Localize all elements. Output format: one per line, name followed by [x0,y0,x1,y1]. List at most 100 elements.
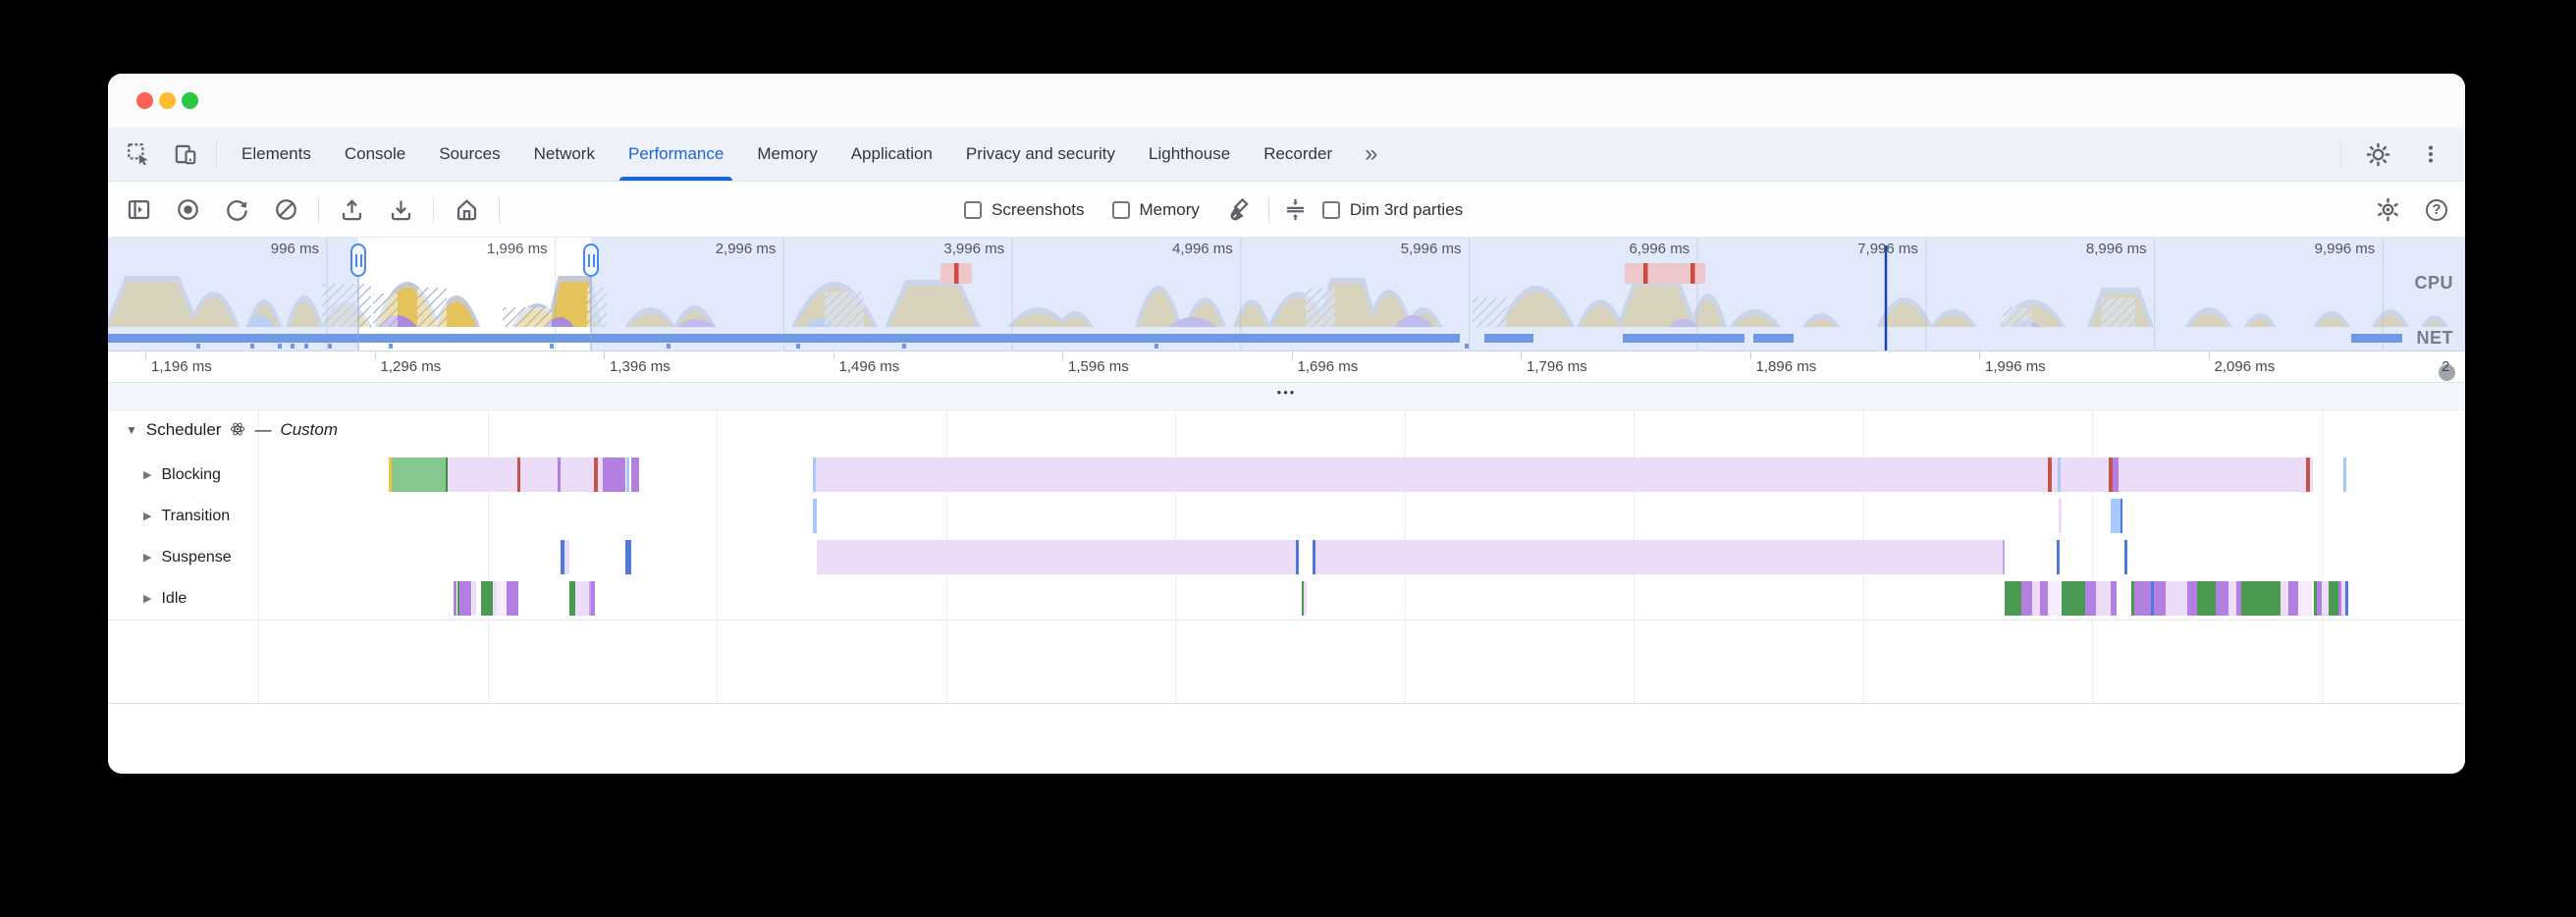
event-segment-blocking[interactable] [813,458,816,492]
event-segment-idle[interactable] [2317,581,2322,616]
event-segment-blocking[interactable] [594,458,598,492]
screenshots-checkbox[interactable] [964,200,982,219]
event-segment-idle[interactable] [454,581,456,616]
tab-memory[interactable]: Memory [757,144,818,163]
event-segment-idle[interactable] [2338,581,2341,616]
dim-3rd-parties-checkbox[interactable] [1321,200,1340,219]
save-profile-icon[interactable] [384,193,417,227]
event-segment-idle[interactable] [2345,581,2348,616]
event-segment-blocking[interactable] [448,458,517,492]
event-segment-idle[interactable] [2062,581,2085,616]
garbage-collect-icon[interactable] [1225,193,1259,227]
event-segment-idle[interactable] [2314,581,2317,616]
tab-application[interactable]: Application [850,144,933,163]
tab-console[interactable]: Console [344,144,406,163]
event-segment-idle[interactable] [569,581,575,616]
event-segment-idle[interactable] [459,581,471,616]
event-segment-blocking[interactable] [2113,458,2119,492]
event-segment-idle[interactable] [2322,581,2329,616]
event-segment-suspense[interactable] [1296,540,1299,574]
event-segment-transition[interactable] [2059,499,2062,533]
tab-recorder[interactable]: Recorder [1263,144,1333,163]
event-segment-blocking[interactable] [603,458,625,492]
event-segment-idle[interactable] [2085,581,2096,616]
collapse-flame-icon[interactable] [1279,193,1313,227]
event-segment-idle[interactable] [2040,581,2048,616]
event-segment-idle[interactable] [591,581,595,616]
minimize-window-button[interactable] [159,92,176,109]
event-segment-suspense[interactable] [2124,540,2127,574]
scrollbar-thumb[interactable] [2439,364,2455,381]
selection-handle-right[interactable] [583,243,599,277]
expand-triangle-icon[interactable]: ▶ [143,552,152,564]
track-row-blocking[interactable]: ▶Blocking [143,458,221,492]
event-segment-idle[interactable] [2228,581,2236,616]
expand-triangle-icon[interactable]: ▶ [143,469,152,481]
event-segment-suspense[interactable] [564,540,569,574]
tab-sources[interactable]: Sources [439,144,501,163]
event-segment-idle[interactable] [2021,581,2032,616]
event-segment-blocking[interactable] [813,458,2313,492]
event-segment-blocking[interactable] [2343,458,2346,492]
track-row-suspense[interactable]: ▶Suspense [143,540,232,574]
event-segment-idle[interactable] [2111,581,2117,616]
event-segment-transition[interactable] [813,499,817,533]
help-icon[interactable]: ? [2426,198,2447,221]
event-segment-idle[interactable] [2187,581,2197,616]
event-segment-idle[interactable] [2288,581,2298,616]
event-segment-idle[interactable] [2131,581,2134,616]
event-segment-blocking[interactable] [598,458,603,492]
record-and-reload-icon[interactable] [220,193,253,227]
collapse-triangle-icon[interactable]: ▼ [126,423,137,437]
event-segment-blocking[interactable] [561,458,594,492]
event-segment-idle[interactable] [481,581,493,616]
event-segment-idle[interactable] [2216,581,2228,616]
event-segment-blocking[interactable] [2048,458,2052,492]
event-segment-idle[interactable] [2241,581,2281,616]
event-segment-blocking[interactable] [2058,458,2061,492]
panel-resize-handle[interactable]: ••• [108,383,2465,410]
event-segment-idle[interactable] [2166,581,2187,616]
track-header-scheduler[interactable]: ▼ Scheduler — Custom [126,420,338,440]
event-segment-transition[interactable] [2111,499,2122,533]
event-segment-idle[interactable] [1302,581,1304,616]
record-icon[interactable] [171,193,204,227]
event-segment-suspense[interactable] [625,540,631,574]
tab-network[interactable]: Network [533,144,595,163]
event-segment-blocking[interactable] [389,458,392,492]
event-segment-idle[interactable] [2281,581,2288,616]
track-row-idle[interactable]: ▶Idle [143,581,187,616]
flame-chart-tracks[interactable]: ▼ Scheduler — Custom ▶Blocking ▶Transitio… [108,410,2465,703]
event-segment-idle[interactable] [2329,581,2338,616]
event-segment-idle[interactable] [472,581,476,616]
event-segment-idle[interactable] [2154,581,2166,616]
clear-icon[interactable] [269,193,302,227]
event-segment-idle[interactable] [2197,581,2216,616]
capture-settings-gear-icon[interactable] [2371,193,2404,227]
kebab-menu-icon[interactable] [2414,137,2447,171]
event-segment-idle[interactable] [2048,581,2062,616]
track-row-transition[interactable]: ▶Transition [143,499,230,533]
event-segment-blocking[interactable] [558,458,561,492]
event-segment-blocking[interactable] [517,458,520,492]
load-profile-icon[interactable] [335,193,368,227]
event-segment-suspense[interactable] [561,540,564,574]
event-segment-suspense[interactable] [817,540,1296,574]
event-segment-blocking[interactable] [2109,458,2113,492]
event-segment-idle[interactable] [507,581,518,616]
event-segment-blocking[interactable] [2306,458,2310,492]
event-segment-idle[interactable] [2341,581,2345,616]
tab-lighthouse[interactable]: Lighthouse [1149,144,1231,163]
tab-elements[interactable]: Elements [242,144,311,163]
close-window-button[interactable] [136,92,153,109]
event-segment-idle[interactable] [493,581,497,616]
tab-privacy-and-security[interactable]: Privacy and security [965,144,1116,163]
expand-triangle-icon[interactable]: ▶ [143,593,152,605]
event-segment-idle[interactable] [575,581,591,616]
event-segment-idle[interactable] [2005,581,2021,616]
event-segment-idle[interactable] [2298,581,2312,616]
tab-performance[interactable]: Performance [612,128,740,181]
inspect-element-icon[interactable] [122,137,155,171]
